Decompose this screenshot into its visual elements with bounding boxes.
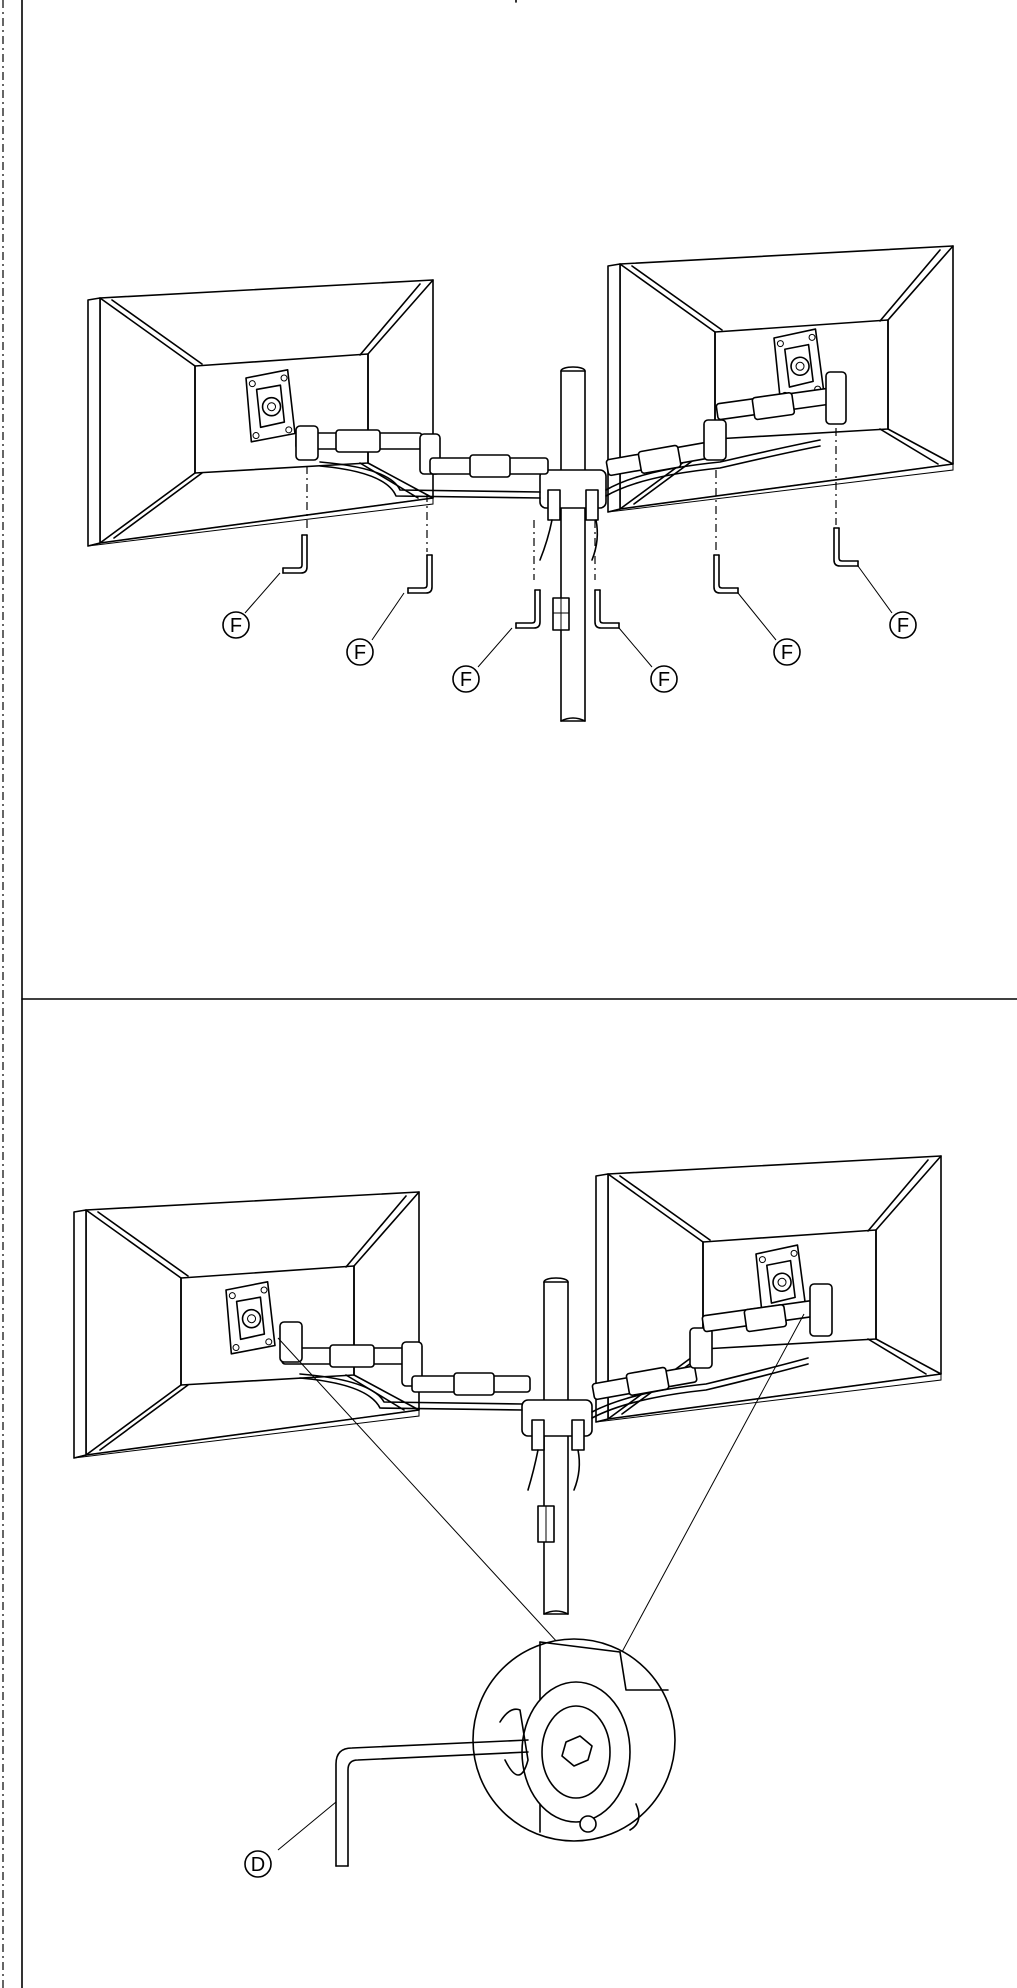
callout-f-5: F bbox=[773, 638, 801, 666]
step-bottom-illustration: D bbox=[73, 1155, 942, 1878]
svg-text:F: F bbox=[897, 615, 909, 637]
allen-key-f-2 bbox=[407, 554, 433, 594]
svg-text:F: F bbox=[230, 615, 242, 637]
svg-text:F: F bbox=[460, 669, 472, 691]
allen-key-f-1 bbox=[282, 534, 308, 574]
allen-key-f-5 bbox=[713, 554, 739, 594]
step-top-illustration: F F F F F F bbox=[87, 245, 954, 722]
callout-d: D bbox=[244, 1850, 272, 1878]
allen-key-f-3 bbox=[515, 589, 541, 629]
left-arm bbox=[295, 425, 549, 499]
right-arm bbox=[605, 371, 847, 497]
right-arm-bottom bbox=[591, 1283, 833, 1419]
allen-key-d: D bbox=[244, 1739, 529, 1878]
callout-f-2: F bbox=[346, 638, 374, 666]
allen-key-f-6 bbox=[833, 527, 859, 567]
hub-bottom bbox=[521, 1399, 593, 1491]
detail-magnifier bbox=[472, 1638, 676, 1842]
callout-f-6: F bbox=[889, 611, 917, 639]
callout-f-4: F bbox=[650, 665, 678, 693]
svg-text:F: F bbox=[781, 642, 793, 664]
hub bbox=[539, 469, 607, 561]
svg-text:D: D bbox=[251, 1854, 265, 1876]
callout-f-1: F bbox=[222, 611, 250, 639]
pole bbox=[552, 366, 586, 722]
callout-f-3: F bbox=[452, 665, 480, 693]
svg-text:F: F bbox=[354, 642, 366, 664]
allen-key-f-4 bbox=[594, 589, 620, 629]
svg-text:F: F bbox=[658, 669, 670, 691]
left-arm-bottom bbox=[279, 1321, 531, 1411]
